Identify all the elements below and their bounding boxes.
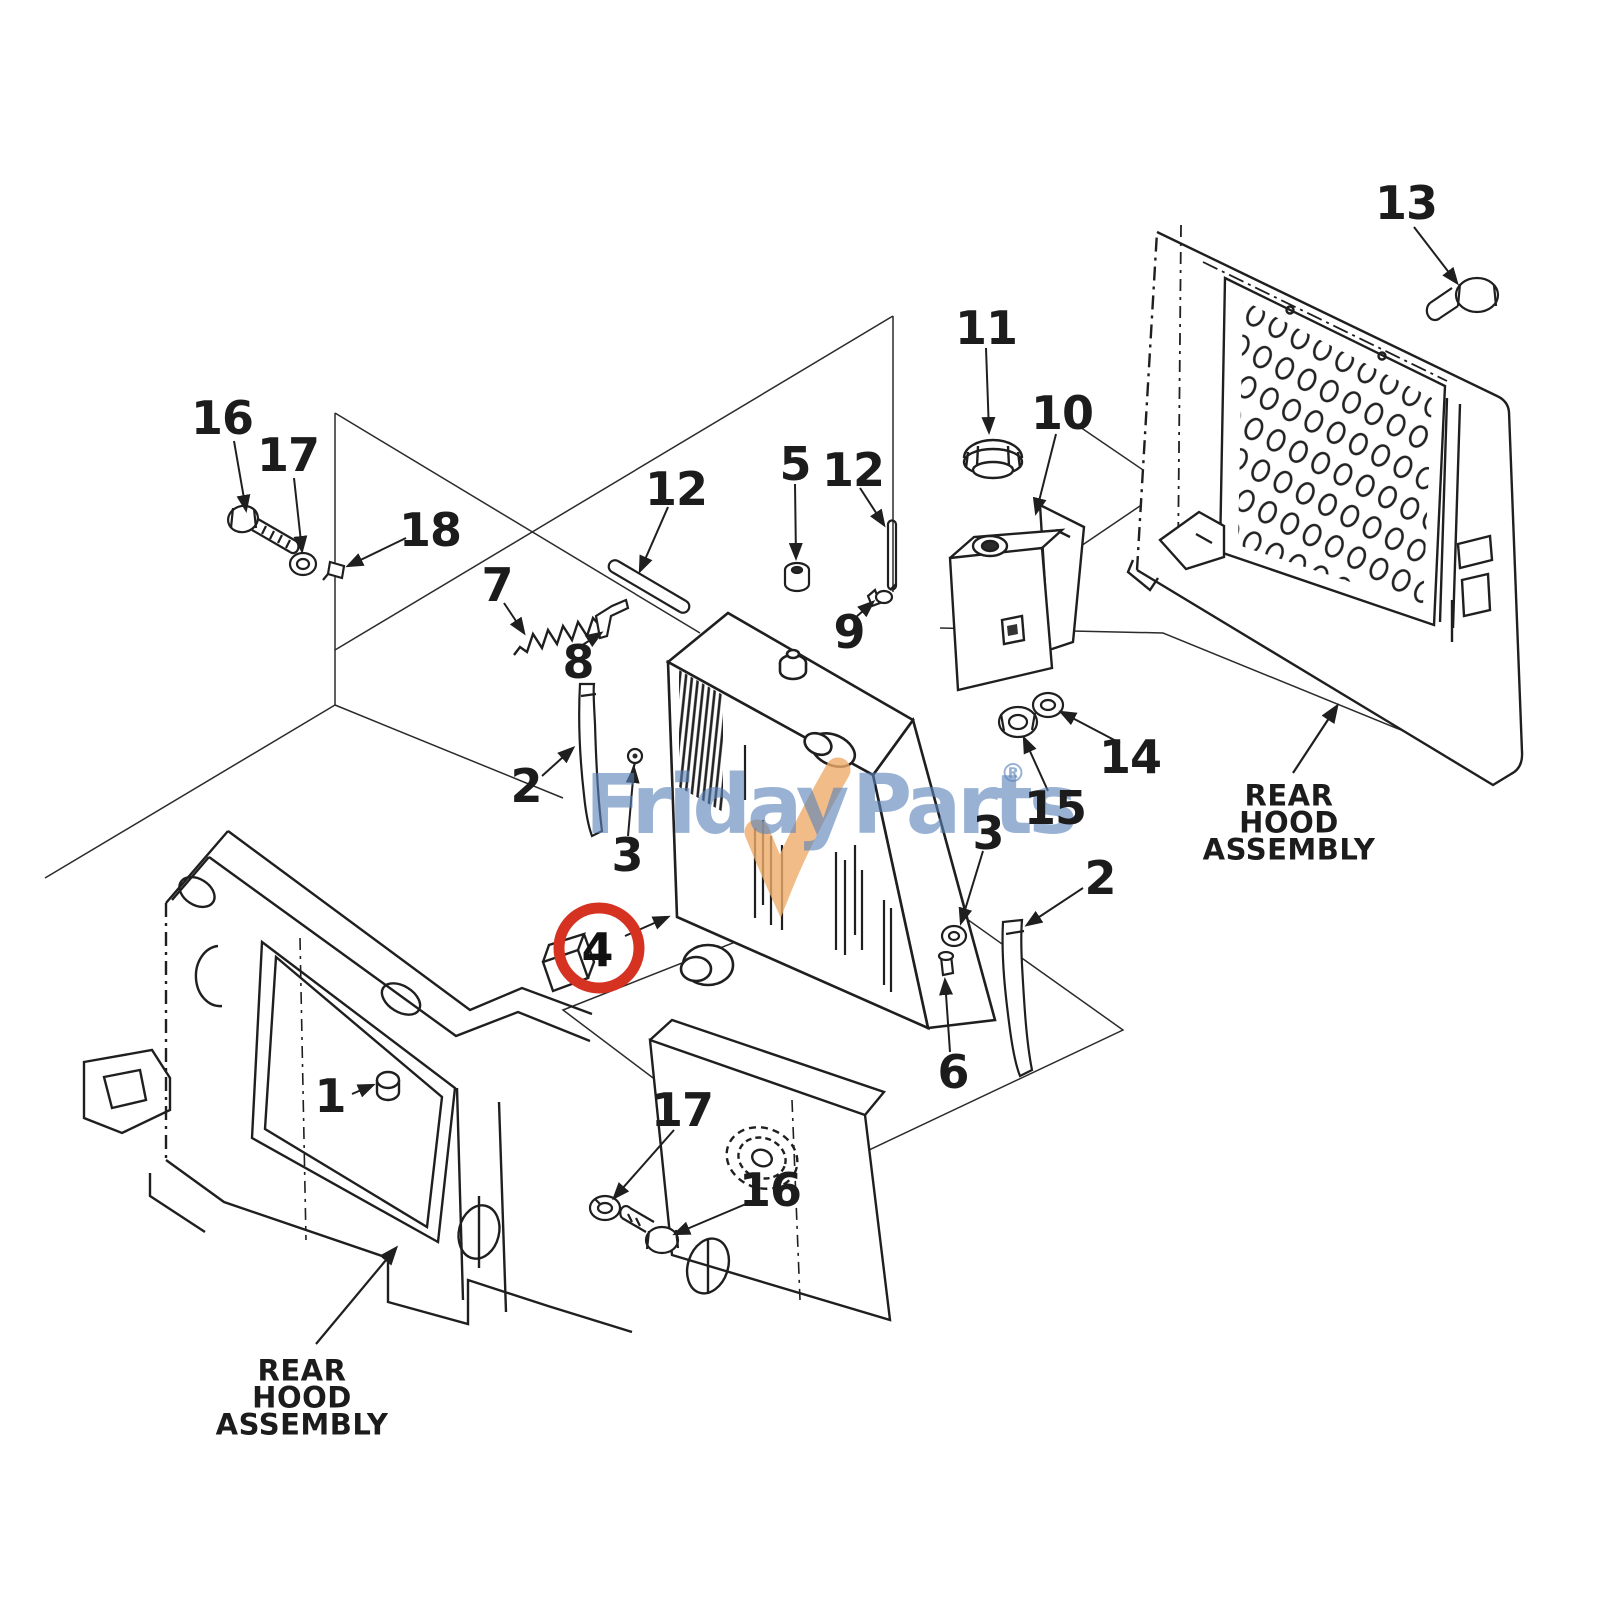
nut-15 xyxy=(997,705,1039,739)
watermark-check-icon xyxy=(744,757,851,918)
callout-2-left: 2 xyxy=(510,759,542,813)
callout-9: 9 xyxy=(833,605,865,659)
nut-18 xyxy=(322,560,346,581)
strap-2-right xyxy=(1001,918,1034,1078)
callout-7: 7 xyxy=(481,558,513,612)
clip-8 xyxy=(594,598,630,640)
callout-17-bottom: 17 xyxy=(650,1083,714,1137)
hardware xyxy=(227,276,1500,1255)
callout-16-top: 16 xyxy=(190,391,254,445)
radiator-cap xyxy=(962,438,1024,480)
pin-6 xyxy=(937,950,955,977)
radiator-core-hatch xyxy=(679,670,723,812)
callout-1: 1 xyxy=(314,1069,346,1123)
rear-hood-panel xyxy=(1126,224,1524,787)
leader-lines xyxy=(233,226,1459,1345)
callout-16-bottom: 16 xyxy=(738,1163,802,1217)
callout-3-left: 3 xyxy=(611,828,643,882)
callout-3-right: 3 xyxy=(972,806,1004,860)
washer-17-top xyxy=(288,551,318,577)
washer-17-bottom xyxy=(588,1194,622,1222)
panel-grille xyxy=(1238,300,1432,606)
rear-hood-assembly-label-left: REAR HOOD ASSEMBLY xyxy=(215,1353,389,1442)
grommet-5 xyxy=(783,561,811,593)
callout-10: 10 xyxy=(1030,386,1094,440)
callout-18: 18 xyxy=(398,503,462,557)
callout-6: 6 xyxy=(937,1045,969,1099)
nut-part1 xyxy=(375,1070,401,1102)
callout-12-left: 12 xyxy=(644,462,708,516)
callout-11: 11 xyxy=(954,301,1018,355)
bolt-16-top xyxy=(227,504,300,555)
callout-8: 8 xyxy=(562,635,594,689)
watermark-text-1: Friday xyxy=(585,758,848,853)
callout-17-top: 17 xyxy=(256,428,320,482)
callout-13: 13 xyxy=(1374,176,1438,230)
overflow-tank xyxy=(948,438,1086,692)
front-hood-frame xyxy=(82,830,892,1334)
pin-12-right xyxy=(886,519,898,591)
bolt-13 xyxy=(1425,276,1500,322)
callout-14: 14 xyxy=(1098,730,1162,784)
callout-5: 5 xyxy=(779,437,811,491)
radiator-upper-port xyxy=(803,731,857,769)
callout-4-highlighted: 4 xyxy=(581,923,613,977)
watermark-text-2: Parts xyxy=(852,758,1074,853)
watermark-registered-icon: ® xyxy=(1000,759,1026,789)
washer-14 xyxy=(1031,691,1065,719)
rod-12-left xyxy=(607,559,691,614)
highlight-circle xyxy=(553,902,645,994)
radiator-filler-neck xyxy=(778,648,808,681)
rear-hood-assembly-label-right: REAR HOOD ASSEMBLY xyxy=(1202,778,1376,867)
strap-2-left xyxy=(578,682,604,838)
grommet-3-right xyxy=(940,924,968,948)
radiator-lower-port xyxy=(679,943,735,987)
callout-15: 15 xyxy=(1023,781,1087,835)
watermark: Friday Parts ® xyxy=(585,757,1078,918)
callout-12-right: 12 xyxy=(821,443,885,497)
callout-2-right: 2 xyxy=(1084,851,1116,905)
